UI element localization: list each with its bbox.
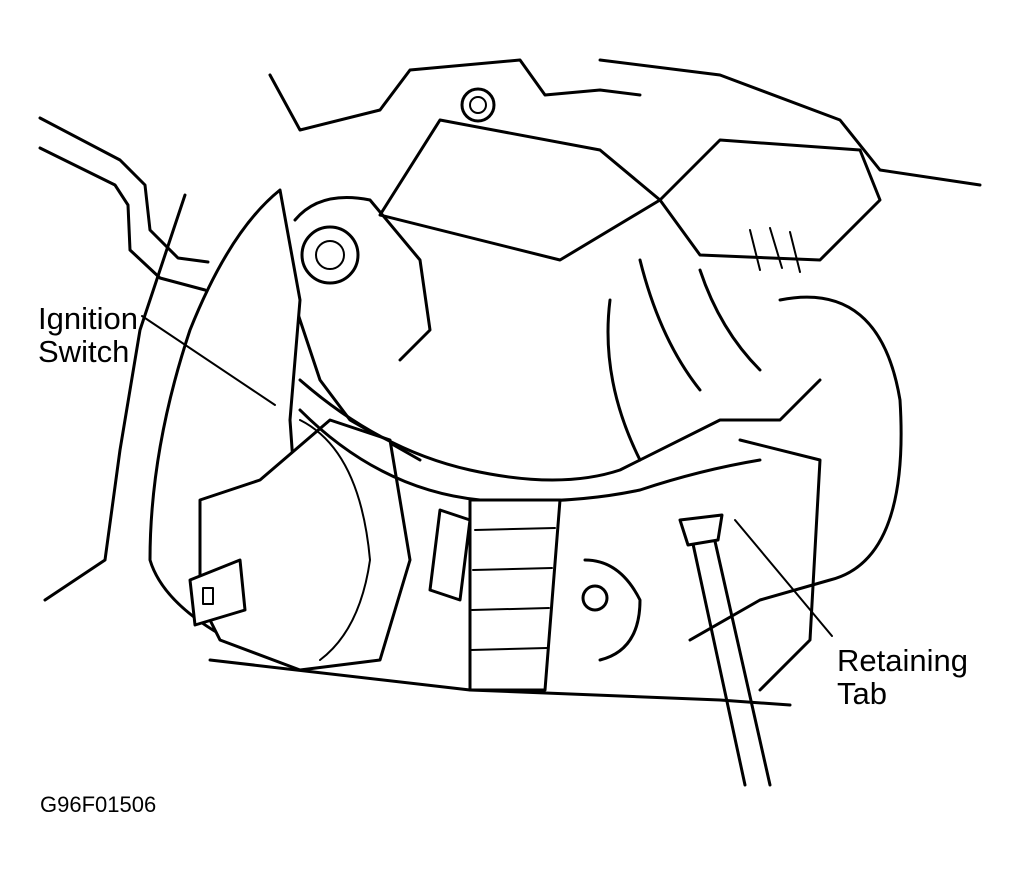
retaining-tab-label-line2: Tab xyxy=(837,676,887,711)
upper-housing-right xyxy=(598,58,982,187)
bracket-bolt-inner xyxy=(315,240,345,270)
retaining-tab-label-line1: Retaining xyxy=(837,643,968,678)
wiring-harness xyxy=(298,378,822,482)
relay-bolt-inner xyxy=(469,96,487,114)
column-housing-detail xyxy=(738,438,822,692)
retaining-tab-leader xyxy=(734,519,833,637)
switch-slot xyxy=(202,587,214,605)
screwdriver xyxy=(688,526,772,787)
bracket-bolt xyxy=(300,225,360,285)
pivot-boss xyxy=(583,558,642,662)
switch-tab-left xyxy=(188,558,247,627)
relay-bolt xyxy=(460,87,496,123)
ignition-switch-label: Ignition Switch xyxy=(38,302,138,368)
shaft-rings xyxy=(470,527,556,651)
steering-shaft xyxy=(468,498,562,692)
column-housing-right xyxy=(688,295,903,642)
screwdriver-tip xyxy=(678,513,724,547)
figure-id: G96F01506 xyxy=(40,792,157,817)
dashboard-outline xyxy=(38,116,210,264)
shaft-clip xyxy=(428,508,472,602)
lower-panel-edge xyxy=(208,658,792,707)
connector-pins xyxy=(749,227,801,273)
relay-block xyxy=(378,118,662,262)
retaining-tab-label: Retaining Tab xyxy=(837,644,968,710)
switch-ring xyxy=(299,419,371,661)
connector-block xyxy=(658,138,882,262)
column-bracket xyxy=(293,196,432,362)
harness-branch xyxy=(606,258,762,462)
pivot-bolt xyxy=(581,584,609,612)
left-trim-panel xyxy=(43,193,187,602)
ignition-switch-label-line2: Switch xyxy=(38,334,130,369)
ignition-switch-leader xyxy=(141,315,276,406)
dashboard-outline-lower xyxy=(38,146,207,292)
upper-housing xyxy=(268,58,642,132)
ignition-switch-label-line1: Ignition xyxy=(38,301,138,336)
